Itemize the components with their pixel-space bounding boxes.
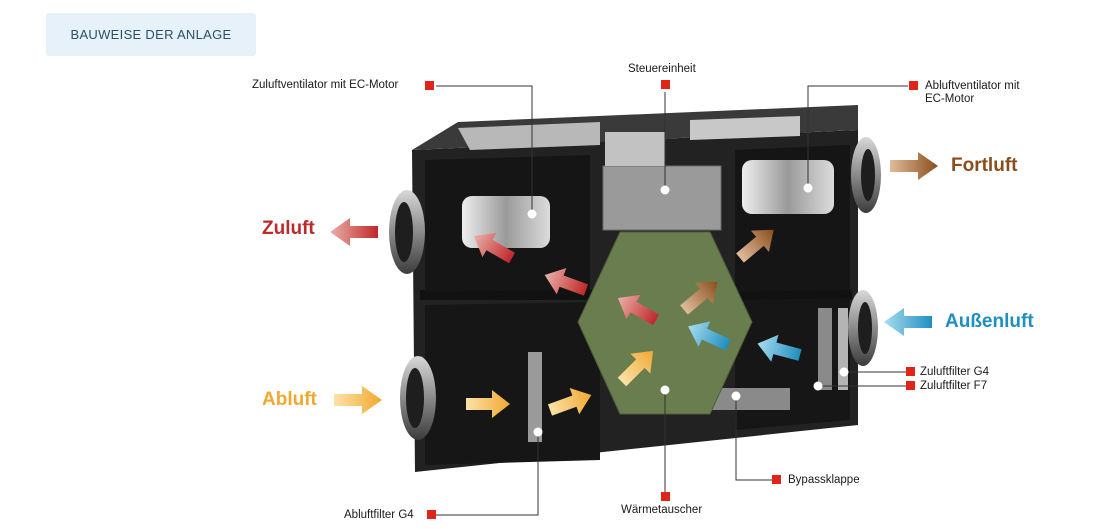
arrow-fortluft <box>890 152 938 180</box>
control-unit-top <box>605 132 665 166</box>
duct-zuluft <box>389 190 425 274</box>
arrow-zuluft <box>330 218 378 246</box>
exhaust-fan <box>742 160 834 214</box>
label-steuereinheit: Steuereinheit <box>628 63 696 75</box>
heat-exchanger <box>577 231 753 415</box>
supply-filter-f7 <box>838 308 848 390</box>
label-zuluftfilter-f7: Zuluftfilter F7 <box>920 380 988 392</box>
label-zuluftfilter-g4: Zuluftfilter G4 <box>920 366 990 378</box>
section-tab[interactable]: BAUWEISE DER ANLAGE <box>46 13 256 56</box>
arrow-zuluft-internal <box>617 294 659 326</box>
control-unit <box>602 165 722 231</box>
airflow-zuluft: Zuluft <box>262 218 315 239</box>
arrow-aussenluft-internal <box>757 334 802 362</box>
label-markers <box>425 80 918 519</box>
arrow-aussenluft-internal <box>688 321 731 351</box>
arrow-zuluft-internal <box>544 267 589 296</box>
duct-fortluft <box>851 137 881 213</box>
airflow-abluft: Abluft <box>262 389 317 410</box>
arrow-aussenluft <box>884 308 932 336</box>
supply-fan <box>462 196 550 248</box>
label-abluftventilator-line1: Abluftventilator mit <box>925 80 1020 92</box>
label-zuluftventilator: Zuluftventilator mit EC-Motor <box>252 79 399 91</box>
label-waermetauscher: Wärmetauscher <box>621 504 703 516</box>
arrow-abluft-internal <box>466 390 510 418</box>
label-abluftventilator-line2: EC-Motor <box>925 93 975 105</box>
bypass-damper <box>710 388 790 410</box>
airflow-fortluft: Fortluft <box>951 155 1018 176</box>
arrow-fortluft-internal <box>736 229 774 263</box>
supply-filter-g4 <box>818 308 832 390</box>
callout-dots <box>527 183 849 437</box>
duct-abluft <box>400 356 436 440</box>
arrow-abluft-internal <box>617 350 654 387</box>
airflow-aussenluft: Außenluft <box>945 311 1034 332</box>
label-bypassklappe: Bypassklappe <box>788 474 860 486</box>
arrow-abluft <box>334 386 382 414</box>
arrow-abluft-internal <box>547 387 592 416</box>
leader-lines <box>436 85 908 516</box>
arrow-fortluft-internal <box>680 281 718 315</box>
label-abluftfilter-g4: Abluftfilter G4 <box>344 509 414 521</box>
internal-arrows <box>466 229 802 418</box>
extract-filter-g4 <box>528 352 542 442</box>
duct-aussenluft <box>848 290 878 366</box>
arrow-zuluft-internal <box>473 232 515 264</box>
